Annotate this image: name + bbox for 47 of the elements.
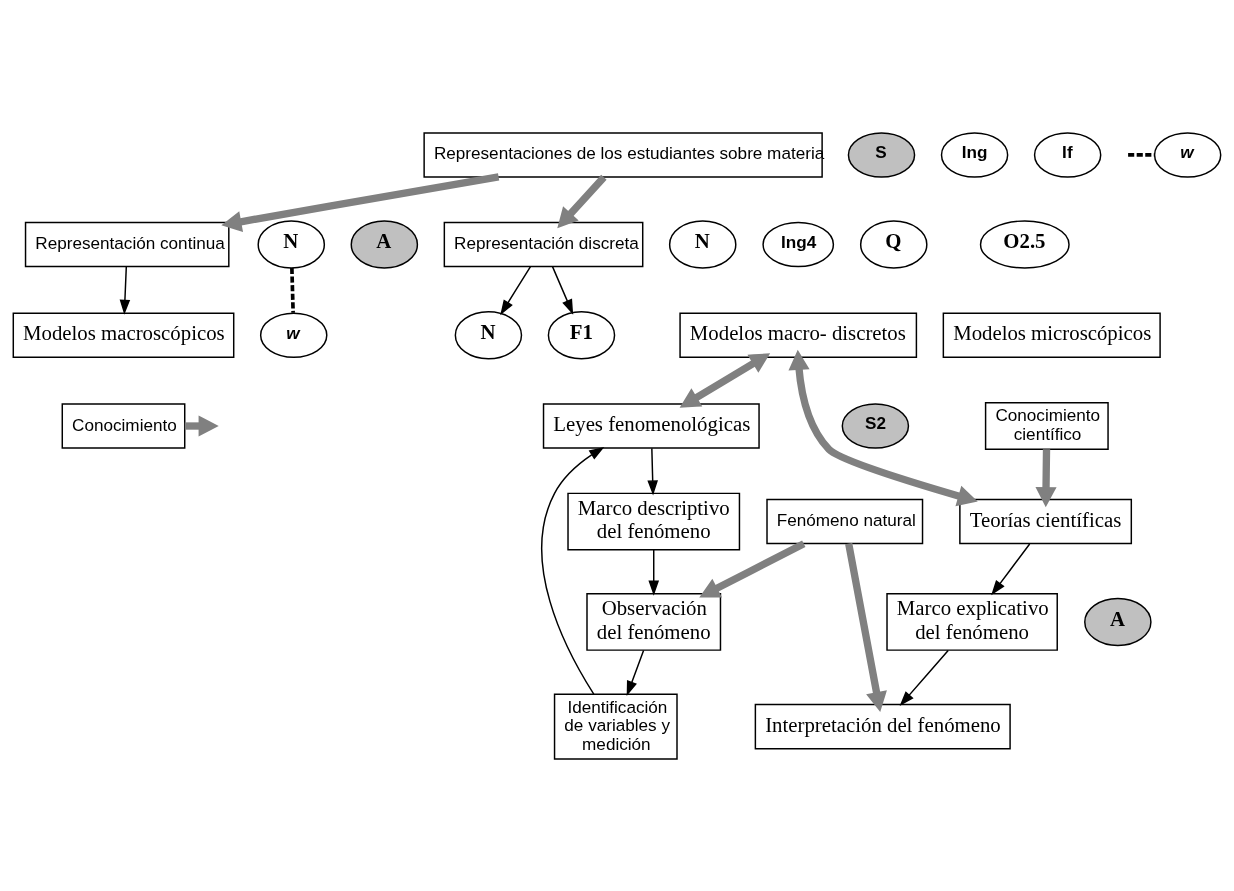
arrow xyxy=(647,447,658,495)
node-ellipse: Q xyxy=(859,219,928,269)
node-ellipse: S2 xyxy=(841,402,910,449)
node-ellipse: If xyxy=(1033,131,1102,178)
node-box: Representación discreta xyxy=(443,221,644,267)
node-box: Teorías científicas xyxy=(959,498,1133,544)
node-ellipse: A xyxy=(1084,597,1152,646)
node-ellipse: N xyxy=(454,310,523,359)
arrow xyxy=(551,265,574,315)
arrow xyxy=(1035,448,1057,507)
node-box: Interpretación del fenómeno xyxy=(754,703,1011,749)
node-box: Modelos macroscópicos xyxy=(12,312,235,358)
arrow xyxy=(557,174,607,228)
node-ellipse: N xyxy=(668,219,737,269)
node-ellipse: w xyxy=(259,312,328,358)
node-ellipse: N xyxy=(257,219,326,269)
node-box: Conocimiento xyxy=(61,402,186,449)
arrow xyxy=(221,172,500,232)
node-ellipse: O2.5 xyxy=(979,219,1070,269)
arrow xyxy=(626,649,645,696)
arrow xyxy=(788,349,978,506)
node-box: Modelos macro- discretos xyxy=(679,312,918,358)
arrow xyxy=(679,352,771,408)
arrow xyxy=(699,540,806,598)
node-ellipse: Ing4 xyxy=(762,221,835,267)
node-ellipse: Ing xyxy=(940,131,1009,178)
node-box: Marco descriptivo del fenómeno xyxy=(567,492,741,550)
node-box: Modelos microscópicos xyxy=(942,312,1161,358)
node-box: Representación continua xyxy=(24,221,230,267)
node-box: Conocimiento científico xyxy=(984,401,1109,450)
node-box: Marco explicativo del fenómeno xyxy=(886,592,1058,651)
node-box: Fenómeno natural xyxy=(766,498,924,544)
connector xyxy=(290,267,295,313)
node-ellipse: A xyxy=(350,219,419,269)
arrow xyxy=(541,446,605,695)
arrow xyxy=(119,265,131,315)
node-box: Observación del fenómeno xyxy=(586,592,722,651)
node-box: Identificación de variables y medición xyxy=(553,692,678,760)
arrow xyxy=(845,542,887,712)
arrow xyxy=(991,542,1031,595)
arrow xyxy=(899,649,949,706)
node-ellipse: F1 xyxy=(547,310,616,359)
arrow xyxy=(648,548,660,596)
arrow xyxy=(500,265,532,315)
node-ellipse: S xyxy=(847,131,916,178)
node-ellipse: w xyxy=(1153,131,1222,178)
node-box: Leyes fenomenológicas xyxy=(542,402,760,449)
